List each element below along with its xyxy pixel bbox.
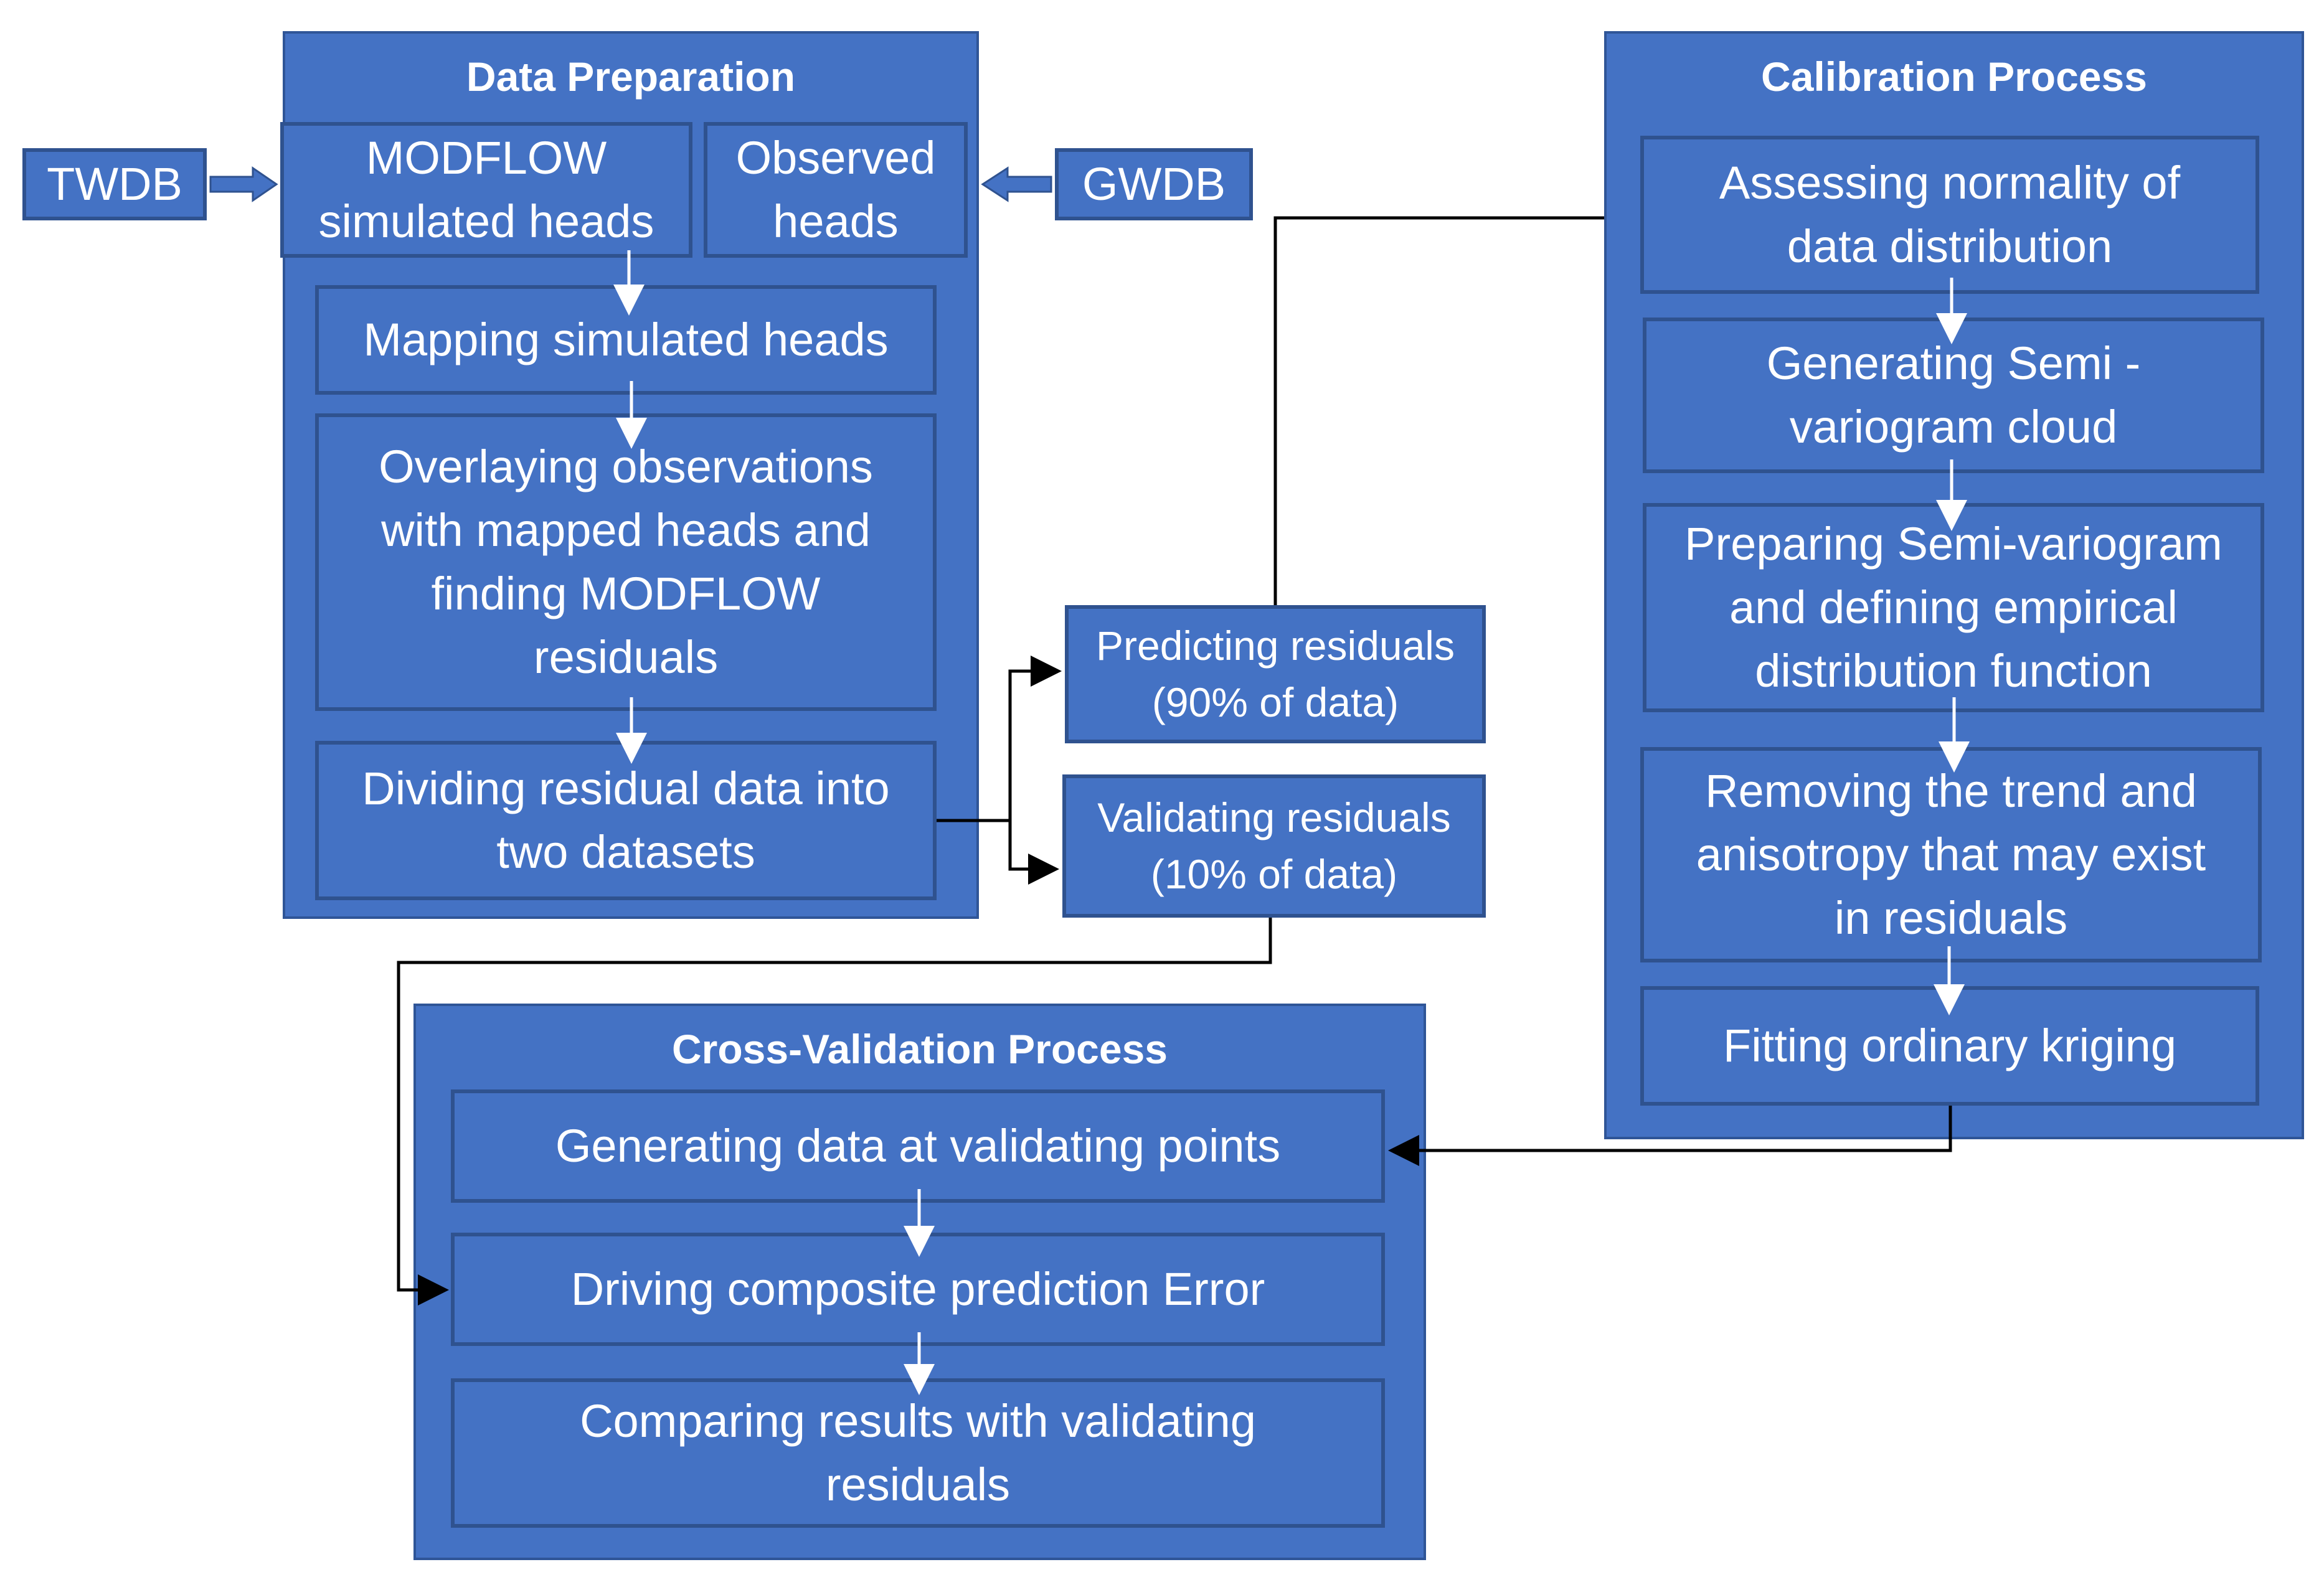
predicting-residuals-box: Predicting residuals (90% of data) (1065, 605, 1486, 743)
calibration-step-1: Assessing normality of data distribution (1640, 136, 2259, 294)
connector-predicting-to-calibration (1273, 216, 1604, 605)
calibration-step-5: Fitting ordinary kriging (1640, 986, 2259, 1106)
validating-residuals-box: Validating residuals (10% of data) (1062, 774, 1486, 918)
overlaying-box: Overlaying observations with mapped head… (315, 413, 937, 711)
twdb-arrow (209, 166, 278, 202)
dividing-box: Dividing residual data into two datasets (315, 741, 937, 900)
calibration-step-4: Removing the trend and anisotropy that m… (1640, 747, 2262, 962)
twdb-box: TWDB (22, 148, 207, 220)
observed-heads-box: Observed heads (704, 122, 968, 258)
mapping-box: Mapping simulated heads (315, 285, 937, 395)
modflow-heads-box: MODFLOW simulated heads (280, 122, 692, 258)
connector-validating-to-cross-validation (397, 918, 1272, 1305)
calibration-step-3: Preparing Semi-variogram and defining em… (1643, 503, 2264, 712)
gwdb-arrow (981, 166, 1052, 202)
cross-validation-step-2: Driving composite prediction Error (451, 1233, 1385, 1346)
connector-dividing-to-validating (1008, 821, 1059, 885)
data-preparation-title: Data Preparation (466, 54, 796, 100)
connector-kriging-to-cross-validation (1388, 1106, 1952, 1166)
connector-dividing-to-predicting (937, 656, 1062, 822)
gwdb-box: GWDB (1055, 148, 1253, 220)
cross-validation-title: Cross-Validation Process (672, 1026, 1168, 1072)
cross-validation-step-3: Comparing results with validating residu… (451, 1378, 1385, 1528)
calibration-title: Calibration Process (1761, 54, 2147, 100)
